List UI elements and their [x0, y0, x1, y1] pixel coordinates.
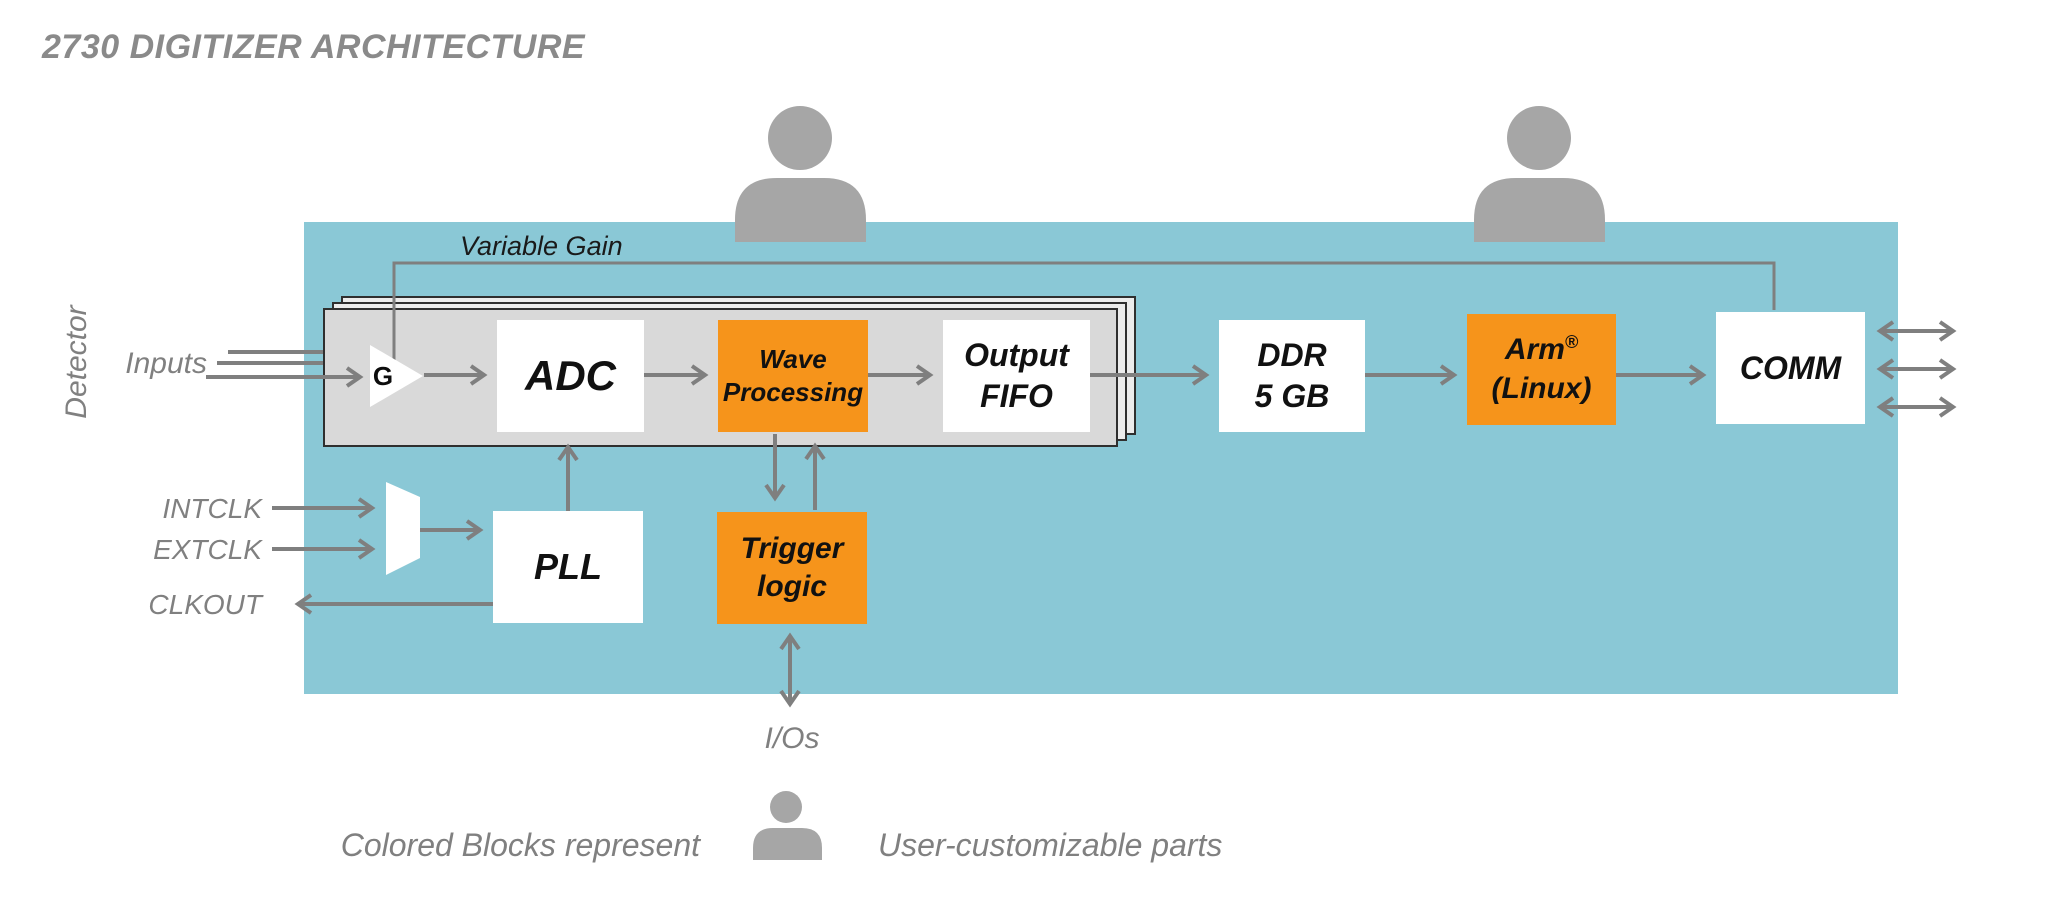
variable-gain-line [392, 261, 1776, 362]
legend-prefix-text: Colored Blocks represent [340, 827, 700, 863]
legend-suffix-text: User-customizable parts [878, 827, 1223, 863]
extclk-label: EXTCLK [153, 534, 262, 565]
trigger-arrows [764, 434, 826, 708]
ddr-label-line1: DDR [1257, 337, 1327, 374]
trigger-logic-block: Trigger logic [717, 512, 867, 624]
user-icon [753, 791, 822, 860]
ddr-label-line2: 5 GB [1254, 378, 1330, 414]
output-fifo-block: Output FIFO [943, 320, 1090, 432]
wave-processing-block: Wave Processing [718, 320, 868, 432]
variable-gain-label: Variable Gain [460, 231, 623, 261]
comm-block: COMM [1716, 312, 1865, 424]
arm-label-line1: Arm® [1504, 332, 1579, 367]
comm-block-label: COMM [1739, 349, 1842, 386]
wave-processing-label-line2: Processing [722, 377, 864, 407]
input-lines [206, 350, 364, 388]
inputs-label: Inputs [125, 347, 207, 380]
user-icon [735, 106, 866, 242]
adc-block: ADC [497, 320, 644, 432]
adc-block-label: ADC [525, 352, 616, 400]
trigger-logic-label-line2: logic [756, 570, 827, 603]
clock-arrows [272, 443, 579, 615]
arm-linux-block: Arm® (Linux) [1467, 314, 1616, 425]
gain-amplifier-icon [370, 345, 423, 407]
gain-amplifier-label: G [372, 360, 394, 391]
intclk-label: INTCLK [162, 493, 262, 524]
registered-mark: ® [1564, 332, 1579, 353]
clkout-label: CLKOUT [148, 589, 262, 620]
pll-block-label: PLL [534, 545, 602, 587]
clock-mux-shape [386, 482, 420, 575]
arm-label-line2: (Linux) [1491, 371, 1592, 405]
page-title: 2730 DIGITIZER ARCHITECTURE [42, 28, 586, 66]
comm-external-arrows [1876, 320, 1957, 418]
pll-block: PLL [493, 511, 643, 623]
output-fifo-label-line1: Output [964, 337, 1069, 374]
ddr-memory-block: DDR 5 GB [1219, 320, 1365, 432]
ios-label: I/Os [764, 722, 820, 755]
wave-processing-label-line1: Wave [759, 343, 827, 374]
user-icon [1474, 106, 1605, 242]
trigger-logic-label-line1: Trigger [740, 531, 844, 565]
output-fifo-label-line2: FIFO [980, 378, 1053, 414]
